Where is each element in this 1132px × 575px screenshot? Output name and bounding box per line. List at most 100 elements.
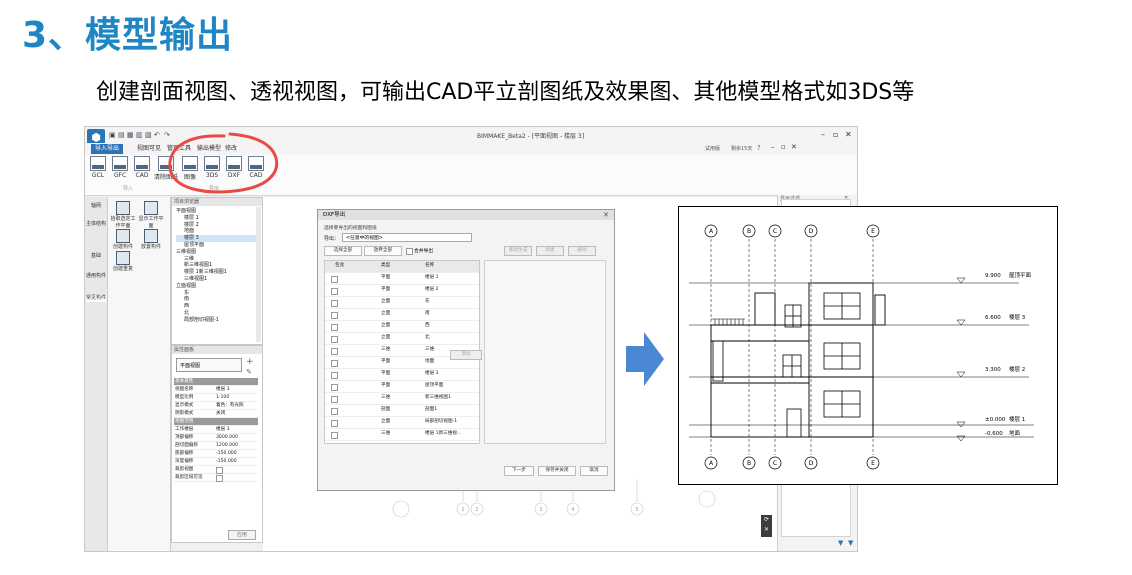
- export-3ds-button[interactable]: 3DS: [201, 156, 223, 182]
- apply-button[interactable]: 应用: [228, 530, 256, 540]
- view-tree-item[interactable]: 北: [184, 309, 190, 316]
- table-row[interactable]: 立面南: [325, 309, 479, 321]
- table-row[interactable]: 三维三维: [325, 345, 479, 357]
- print-icon[interactable]: ▥: [136, 131, 143, 139]
- export-scope-select[interactable]: <任意中的视图>: [342, 233, 472, 242]
- import-gcl-button[interactable]: GCL: [87, 156, 109, 182]
- settings-icon[interactable]: ▧: [145, 131, 152, 139]
- view-tree-item[interactable]: 平面视图: [176, 208, 197, 214]
- table-row[interactable]: 平面地面: [325, 357, 479, 369]
- show-workplane-button[interactable]: 显示工作平面: [138, 201, 164, 229]
- row-checkbox[interactable]: [331, 324, 338, 331]
- table-row[interactable]: 平面屋顶平面: [325, 381, 479, 393]
- property-row[interactable]: 工作楼层楼层 3: [174, 426, 258, 434]
- row-checkbox[interactable]: [331, 348, 338, 355]
- save-icon[interactable]: ▣: [109, 131, 116, 139]
- row-checkbox[interactable]: [331, 360, 338, 367]
- add-to-set-button[interactable]: 添加: [450, 350, 482, 360]
- property-row[interactable]: 视图名称楼层 3: [174, 386, 258, 394]
- view-tree-item[interactable]: 立面视图: [176, 282, 197, 289]
- view-tree-item[interactable]: 西: [184, 303, 190, 310]
- undo-icon[interactable]: ↶: [154, 131, 160, 139]
- row-checkbox[interactable]: [331, 288, 338, 295]
- table-row[interactable]: 平面楼层 1: [325, 273, 479, 285]
- place-component-button[interactable]: 放置构件: [138, 229, 164, 250]
- new-icon[interactable]: ▦: [127, 131, 134, 139]
- filter-icon[interactable]: ▼: [838, 539, 844, 547]
- table-row[interactable]: 三维新三维视图1: [325, 393, 479, 405]
- view-tree-item[interactable]: 三维视图1: [184, 275, 208, 282]
- tab-output-model[interactable]: 输出模型: [197, 145, 222, 152]
- minimize-icon[interactable]: –: [821, 130, 825, 139]
- save-close-button[interactable]: 保存并关闭: [538, 466, 576, 476]
- sidebar-item-structure[interactable]: 主体结构: [86, 221, 107, 227]
- tab-import-export[interactable]: 导入导出: [91, 144, 124, 154]
- view-tree-item[interactable]: 楼层 2: [184, 221, 199, 228]
- property-row[interactable]: 底部偏移-150.000: [174, 450, 258, 458]
- row-checkbox[interactable]: [331, 312, 338, 319]
- view-tree-item[interactable]: 楼层 3: [176, 235, 256, 242]
- open-icon[interactable]: ▤: [118, 131, 125, 139]
- view-tree-item[interactable]: 三维视图: [176, 248, 197, 255]
- view-tree-item[interactable]: 南: [184, 296, 190, 303]
- inner-close-icon[interactable]: ✕: [791, 143, 797, 151]
- property-row[interactable]: 显示模式着色：有光照: [174, 402, 258, 410]
- sidebar-item-common[interactable]: 常见构件: [86, 295, 107, 302]
- next-button[interactable]: 下一步: [504, 466, 534, 476]
- view-tree-item[interactable]: 地面: [184, 228, 195, 235]
- property-row[interactable]: 裁剪视图: [174, 466, 258, 474]
- delete-button[interactable]: 删除: [568, 246, 596, 256]
- filter-clear-icon[interactable]: ▼: [848, 539, 854, 547]
- property-checkbox[interactable]: [216, 467, 223, 474]
- app-logo-icon[interactable]: ⬢: [87, 129, 105, 147]
- create-repeat-button[interactable]: 创建重复: [110, 251, 136, 272]
- table-row[interactable]: 立面局部剖切视图-1: [325, 417, 479, 429]
- inner-minimize-icon[interactable]: –: [771, 143, 775, 151]
- view-tree-item[interactable]: 新三维视图1: [184, 262, 213, 269]
- property-row[interactable]: 裁剪区域可见: [174, 474, 258, 482]
- view-tree-item[interactable]: 东: [184, 289, 190, 296]
- export-dxf-button[interactable]: DXF: [223, 156, 245, 182]
- panel-close-icon[interactable]: ✕: [844, 195, 849, 201]
- property-checkbox[interactable]: [216, 475, 223, 482]
- property-row[interactable]: 阴影模式关闭: [174, 410, 258, 418]
- row-checkbox[interactable]: [331, 420, 338, 427]
- row-checkbox[interactable]: [331, 432, 338, 439]
- view-tree-item[interactable]: 楼层 1: [184, 214, 199, 221]
- table-row[interactable]: 立面西: [325, 321, 479, 333]
- viewcube-toggle-icon[interactable]: ⟳✕: [761, 515, 772, 537]
- table-row[interactable]: 立面北: [325, 333, 479, 345]
- export-cad-button[interactable]: CAD: [245, 156, 267, 182]
- table-row[interactable]: 剖面剖面1: [325, 405, 479, 417]
- row-checkbox[interactable]: [331, 372, 338, 379]
- import-gfc-button[interactable]: GFC: [109, 156, 131, 182]
- view-tree-item[interactable]: 三维: [184, 255, 195, 262]
- export-image-button[interactable]: 图像: [179, 156, 201, 182]
- sidebar-item-grid[interactable]: 轴网: [90, 203, 101, 209]
- inner-restore-icon[interactable]: ▫: [781, 143, 786, 151]
- regenerate-button[interactable]: 重新生成: [504, 246, 532, 256]
- view-tree-item[interactable]: 局部剖切视图-1: [184, 316, 219, 323]
- sidebar-item-foundation[interactable]: 基础: [90, 253, 101, 259]
- row-checkbox[interactable]: [331, 276, 338, 283]
- row-checkbox[interactable]: [331, 396, 338, 403]
- view-tree-item[interactable]: 楼层 1新三维视图1: [184, 269, 227, 276]
- merge-export-checkbox[interactable]: [406, 248, 413, 255]
- restore-icon[interactable]: ▫: [833, 130, 839, 139]
- add-icon[interactable]: +: [246, 357, 254, 367]
- view-type-select[interactable]: 平面视图: [176, 358, 242, 372]
- cancel-button[interactable]: 取消: [580, 466, 608, 476]
- table-row[interactable]: 平面楼层 3: [325, 369, 479, 381]
- pick-workplane-button[interactable]: 拾取选定工作平面: [110, 201, 136, 229]
- dialog-close-icon[interactable]: ✕: [603, 211, 609, 219]
- row-checkbox[interactable]: [331, 384, 338, 391]
- row-checkbox[interactable]: [331, 336, 338, 343]
- view-tree-item[interactable]: 屋顶平面: [184, 241, 205, 248]
- new-button[interactable]: 新建: [536, 246, 564, 256]
- deselect-all-button[interactable]: 放弃全部: [364, 246, 402, 256]
- create-component-button[interactable]: 创建构件: [110, 229, 136, 250]
- row-checkbox[interactable]: [331, 408, 338, 415]
- help-icon[interactable]: ?: [757, 144, 761, 152]
